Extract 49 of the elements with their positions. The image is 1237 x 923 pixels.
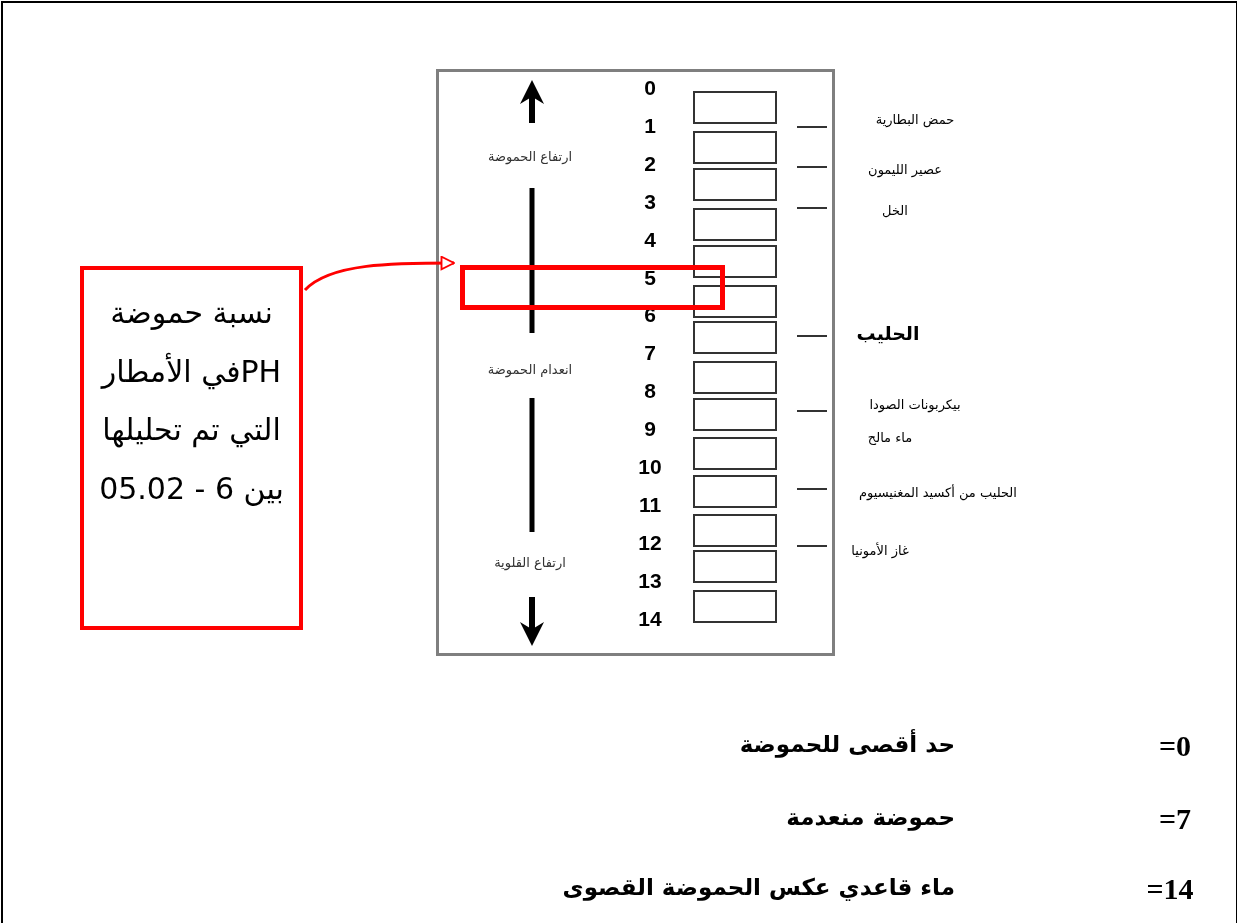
highlight-rectangle bbox=[460, 265, 725, 310]
scale-box bbox=[693, 321, 777, 354]
scale-box bbox=[693, 245, 777, 278]
scale-box bbox=[693, 590, 777, 623]
value-label: =0 bbox=[1158, 728, 1192, 762]
substance-label: الحليب bbox=[856, 322, 920, 344]
scale-box bbox=[693, 437, 777, 470]
scale-number: 1 bbox=[644, 114, 656, 138]
scale-number: 13 bbox=[638, 569, 662, 593]
scale-box bbox=[693, 131, 777, 164]
substance-label: عصير الليمون bbox=[868, 162, 942, 178]
substance-label: بيكربونات الصودا bbox=[869, 397, 961, 413]
note-text: حموضة منعدمة bbox=[786, 805, 955, 831]
scale-number: 4 bbox=[644, 228, 656, 252]
scale-box bbox=[693, 285, 777, 318]
scale-number: 9 bbox=[644, 417, 656, 441]
scale-number: 11 bbox=[638, 493, 662, 517]
substance-label: الخل bbox=[882, 203, 908, 219]
axis-label: ارتفاع الحموضة bbox=[487, 149, 573, 165]
axis-label: انعدام الحموضة bbox=[487, 362, 573, 378]
scale-box bbox=[693, 91, 777, 124]
scale-number: 3 bbox=[644, 190, 656, 214]
axis-label: ارتفاع القلوية bbox=[494, 555, 566, 571]
substance-label: حمض البطارية bbox=[875, 112, 955, 128]
scale-box bbox=[693, 550, 777, 583]
scale-number: 10 bbox=[638, 455, 662, 479]
value-label: =7 bbox=[1158, 801, 1192, 835]
scale-number: 0 bbox=[644, 76, 656, 100]
note-text: ماء قاعدي عكس الحموضة القصوى bbox=[562, 875, 955, 901]
scale-number: 5 bbox=[644, 265, 656, 290]
scale-box bbox=[693, 398, 777, 431]
arrow bbox=[304, 255, 455, 292]
scale-box bbox=[693, 514, 777, 547]
scale-number: 2 bbox=[644, 152, 656, 176]
callout-box bbox=[80, 266, 303, 630]
scale-box bbox=[693, 475, 777, 508]
substance-label: غاز الأمونيا bbox=[851, 543, 909, 559]
scale-number: 12 bbox=[638, 531, 662, 555]
ph-scale-panel bbox=[436, 69, 835, 656]
substance-label: الحليب من أكسيد المغنيسيوم bbox=[859, 485, 1017, 501]
scale-number: 8 bbox=[644, 379, 656, 403]
scale-box bbox=[693, 361, 777, 394]
scale-box bbox=[693, 208, 777, 241]
substance-label: ماء مالح bbox=[867, 430, 913, 446]
scale-box bbox=[693, 168, 777, 201]
scale-number: 7 bbox=[644, 341, 656, 365]
scale-number: 14 bbox=[638, 607, 662, 631]
value-label: =14 bbox=[1146, 871, 1194, 905]
callout-text: نسبة حموضة PHفي الأمطار التي تم تحليلها بين 6 - 05.02 bbox=[98, 294, 285, 508]
